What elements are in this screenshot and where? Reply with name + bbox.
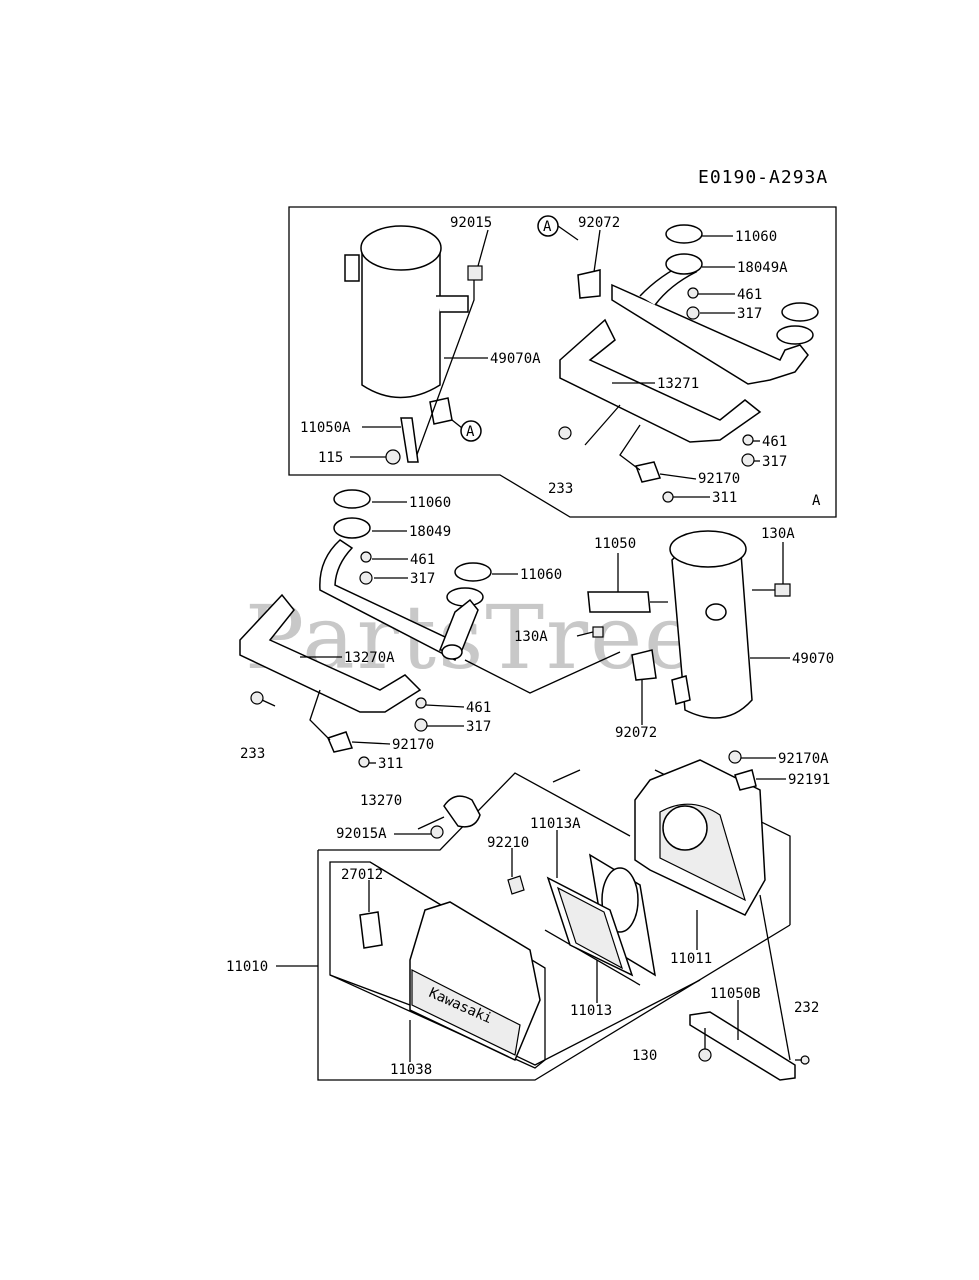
bracket-11050b[interactable] (689, 1011, 796, 1081)
nut-461-mid[interactable] (742, 434, 754, 446)
label-11038: 11038 (390, 1062, 432, 1078)
label-232: 232 (794, 1000, 819, 1016)
nut-461-c[interactable] (415, 697, 427, 709)
diagram-reference-code: E0190-A293A (698, 167, 828, 188)
label-11013: 11013 (570, 1003, 612, 1019)
label-13270a: 13270A (344, 650, 395, 666)
label-461-c: 461 (466, 700, 491, 716)
label-233-top: 233 (548, 481, 573, 497)
label-317-mid: 317 (762, 454, 787, 470)
muffler-49070[interactable] (669, 530, 753, 719)
nut-461-b[interactable] (360, 551, 372, 563)
label-13271: 13271 (657, 376, 699, 392)
muffler-49070a[interactable] (344, 225, 469, 425)
svg-text:A: A (543, 219, 552, 235)
label-11050: 11050 (594, 536, 636, 552)
label-27012: 27012 (341, 867, 383, 883)
nut-317-c[interactable] (414, 718, 428, 732)
clamp-92170-mid[interactable] (326, 731, 354, 753)
gasket-18049a[interactable] (665, 253, 819, 345)
label-317-b: 317 (410, 571, 435, 587)
nut-311-top[interactable] (662, 491, 674, 503)
bolt-130[interactable] (698, 1048, 712, 1062)
bracket-11050a[interactable] (400, 417, 419, 463)
nut-317-b[interactable] (359, 571, 373, 585)
bolt-115[interactable] (385, 449, 401, 465)
air-cleaner-base-11011[interactable] (634, 759, 766, 916)
clamp-92170-top[interactable] (634, 461, 662, 483)
label-461-b: 461 (410, 552, 435, 568)
label-11050a: 11050A (300, 420, 351, 436)
nut-317-mid[interactable] (741, 453, 755, 467)
label-13270: 13270 (360, 793, 402, 809)
bolt-232[interactable] (800, 1055, 810, 1065)
nut-317-top[interactable] (686, 306, 700, 320)
nut-311-mid[interactable] (358, 756, 370, 768)
marker-a-muffler: A (460, 420, 482, 442)
gasket-11060-top[interactable] (665, 224, 703, 244)
svg-text:A: A (466, 424, 475, 440)
air-cleaner-cover-box (329, 861, 546, 1069)
marker-a-clamp: A (537, 215, 559, 237)
nut-130a-mid[interactable] (592, 626, 604, 638)
label-92170a: 92170A (778, 751, 829, 767)
label-92191: 92191 (788, 772, 830, 788)
clip-27012[interactable] (359, 911, 383, 949)
nut-92015[interactable] (467, 265, 483, 281)
label-92170-mid: 92170 (392, 737, 434, 753)
top-assembly-box (288, 206, 837, 518)
label-115: 115 (318, 450, 343, 466)
label-92072-top: 92072 (578, 215, 620, 231)
label-130: 130 (632, 1048, 657, 1064)
label-18049: 18049 (409, 524, 451, 540)
label-11011: 11011 (670, 951, 712, 967)
air-cleaner-cover-11038[interactable]: Kawasaki (409, 901, 541, 1062)
gasket-18049[interactable] (333, 517, 371, 539)
label-49070a: 49070A (490, 351, 541, 367)
label-11060-b: 11060 (520, 567, 562, 583)
nut-92015a[interactable] (430, 825, 444, 839)
label-92170-top: 92170 (698, 471, 740, 487)
exhaust-pipe-13271[interactable] (559, 261, 809, 443)
bolt-left-mid[interactable] (250, 691, 264, 705)
bolt-92170a[interactable] (728, 750, 742, 764)
label-box-a: A (812, 493, 821, 509)
label-92072-mid: 92072 (615, 725, 657, 741)
label-233-mid: 233 (240, 746, 265, 762)
bracket-11050[interactable] (587, 591, 651, 613)
label-18049a: 18049A (737, 260, 788, 276)
label-49070: 49070 (792, 651, 834, 667)
clamp-92072-top[interactable] (577, 269, 601, 299)
label-311-top: 311 (712, 490, 737, 506)
bolt-130a-right[interactable] (774, 583, 791, 597)
clamp-92072-mid[interactable] (631, 649, 657, 681)
label-317-c: 317 (466, 719, 491, 735)
label-11050b: 11050B (710, 986, 761, 1002)
label-92210: 92210 (487, 835, 529, 851)
element-11013[interactable] (546, 876, 634, 977)
gasket-11060-a[interactable] (333, 489, 371, 509)
label-11013a: 11013A (530, 816, 581, 832)
nut-461-top[interactable] (687, 287, 699, 299)
label-130a-mid: 130A (514, 629, 548, 645)
exhaust-pipe-13270a[interactable] (239, 539, 479, 713)
label-11060-top: 11060 (735, 229, 777, 245)
bolt-left-top[interactable] (558, 426, 572, 440)
label-311-mid: 311 (378, 756, 403, 772)
label-317-top: 317 (737, 306, 762, 322)
clip-92210[interactable] (507, 875, 525, 895)
label-11060-a: 11060 (409, 495, 451, 511)
gasket-13270[interactable] (443, 795, 481, 828)
label-11010: 11010 (226, 959, 268, 975)
label-461-top: 461 (737, 287, 762, 303)
label-461-mid: 461 (762, 434, 787, 450)
label-92015: 92015 (450, 215, 492, 231)
label-130a-right: 130A (761, 526, 795, 542)
label-92015a: 92015A (336, 826, 387, 842)
washer-92191[interactable] (734, 769, 757, 791)
